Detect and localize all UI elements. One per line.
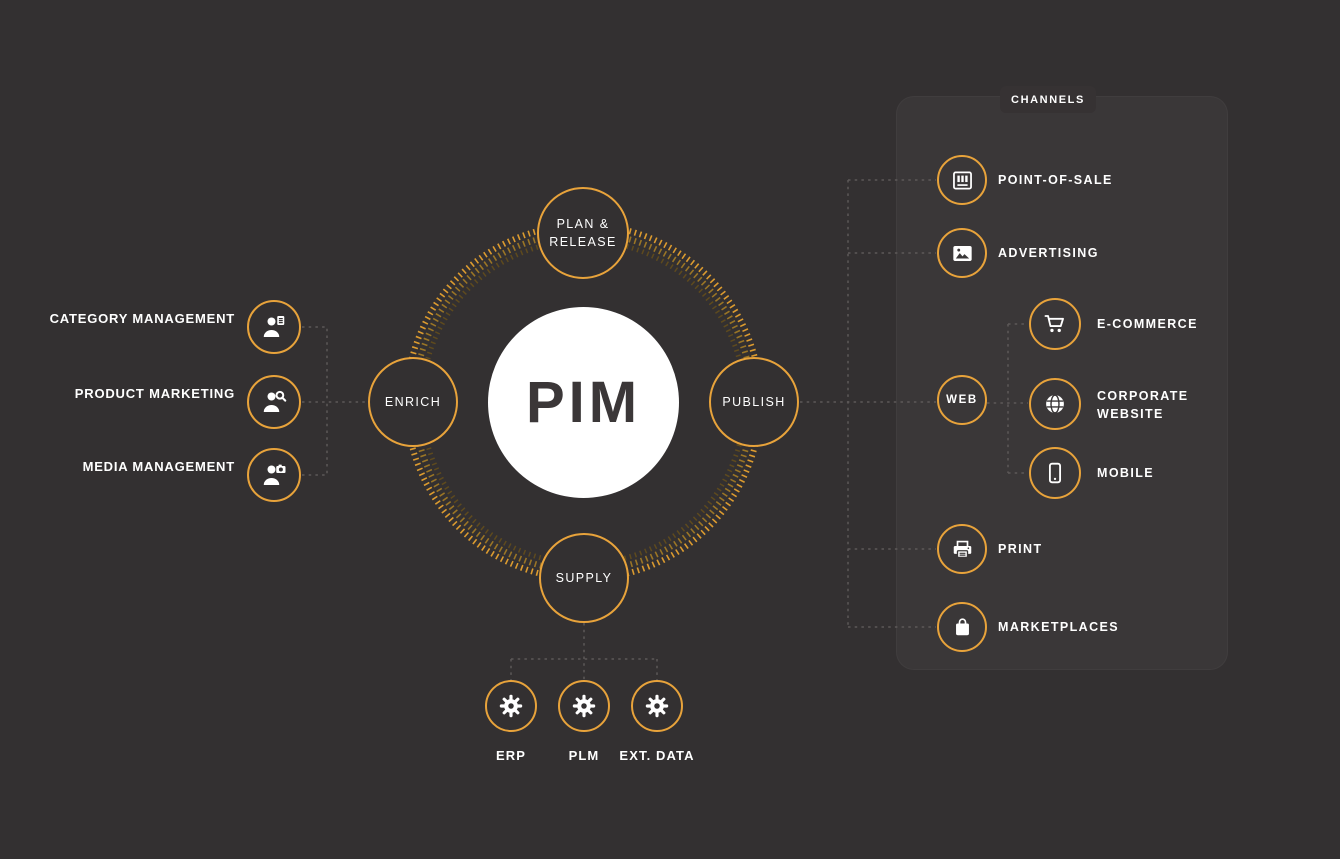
image-icon: [950, 241, 975, 266]
ext-data-icon-circle: [631, 680, 683, 732]
node-publish: PUBLISH: [709, 357, 799, 447]
media-management-label: MEDIA MANAGEMENT: [82, 459, 235, 474]
advertising-icon-circle: [937, 228, 987, 278]
product-marketing-label: PRODUCT MARKETING: [74, 386, 235, 401]
point-of-sale-label: POINT-OF-SALE: [998, 173, 1113, 187]
erp-icon-circle: [485, 680, 537, 732]
node-supply: SUPPLY: [539, 533, 629, 623]
cart-icon: [1042, 311, 1068, 337]
pim-core-label: PIM: [525, 370, 642, 435]
globe-icon: [1042, 391, 1068, 417]
channels-panel-title: CHANNELS: [1000, 86, 1096, 113]
corporate-website-label: CORPORATE WEBSITE: [1097, 389, 1189, 421]
corporate-website-icon-circle: [1029, 378, 1081, 430]
web-node-label: WEB: [946, 394, 978, 406]
advertising-label: ADVERTISING: [998, 246, 1099, 260]
gear-icon: [497, 692, 525, 720]
smartphone-icon: [1042, 460, 1068, 486]
node-enrich: ENRICH: [368, 357, 458, 447]
printer-icon: [950, 537, 975, 562]
plm-label: PLM: [568, 748, 600, 763]
category-management-label: CATEGORY MANAGEMENT: [49, 311, 235, 326]
storefront-icon: [950, 168, 975, 193]
e-commerce-label: E-COMMERCE: [1097, 317, 1198, 331]
person-search-icon: [259, 387, 289, 417]
marketplaces-icon-circle: [937, 602, 987, 652]
print-icon-circle: [937, 524, 987, 574]
shopping-bag-icon: [950, 615, 975, 640]
marketplaces-label: MARKETPLACES: [998, 620, 1119, 634]
person-document-icon: [259, 312, 289, 342]
gear-icon: [570, 692, 598, 720]
node-plan-release: PLAN & RELEASE: [537, 187, 629, 279]
ext-data-label: EXT. DATA: [619, 748, 695, 763]
point-of-sale-icon-circle: [937, 155, 987, 205]
web-node-circle: WEB: [937, 375, 987, 425]
print-label: PRINT: [998, 542, 1043, 556]
pim-core-circle: PIM: [488, 307, 679, 498]
erp-label: ERP: [495, 748, 527, 763]
category-management-icon-circle: [247, 300, 301, 354]
mobile-label: MOBILE: [1097, 466, 1155, 480]
product-marketing-icon-circle: [247, 375, 301, 429]
mobile-icon-circle: [1029, 447, 1081, 499]
media-management-icon-circle: [247, 448, 301, 502]
plm-icon-circle: [558, 680, 610, 732]
e-commerce-icon-circle: [1029, 298, 1081, 350]
person-camera-icon: [259, 460, 289, 490]
gear-icon: [643, 692, 671, 720]
